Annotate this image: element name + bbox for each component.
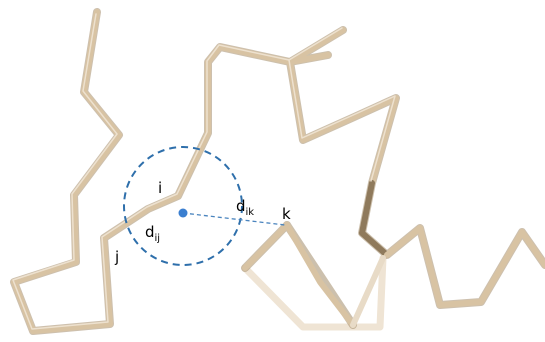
- label-d-ij-subscript: ij: [155, 233, 161, 244]
- label-i: i: [158, 179, 162, 197]
- backbone-right-strand: [384, 225, 545, 308]
- backbone-far-loop: [241, 254, 387, 331]
- backbone-k-strand-right: [284, 222, 356, 328]
- backbone-k-strand-left: [242, 222, 290, 271]
- backbone-top-strand: [287, 27, 346, 65]
- label-d-ik-main: d: [236, 197, 246, 215]
- label-j: j: [114, 248, 119, 266]
- label-d-ij-main: d: [145, 223, 155, 241]
- label-d-ij: dij: [145, 223, 160, 244]
- backbone-middle-strand: [287, 59, 399, 186]
- backbone-far-segments: [241, 254, 387, 331]
- label-d-ik-subscript: ik: [246, 207, 255, 218]
- backbone-left-strand: [11, 9, 293, 334]
- backbone-lower-link: [350, 255, 386, 328]
- backbone-top-branch: [287, 52, 331, 65]
- backbone-chain: [11, 9, 545, 334]
- label-d-ik: dik: [236, 197, 254, 218]
- label-k: k: [282, 205, 291, 223]
- center-point: [178, 208, 188, 218]
- cutoff-circle: [123, 146, 243, 266]
- backbone-dark-segment: [359, 180, 390, 258]
- backbone-highlight: [12, 13, 396, 330]
- distance-line-ik: [182, 212, 286, 226]
